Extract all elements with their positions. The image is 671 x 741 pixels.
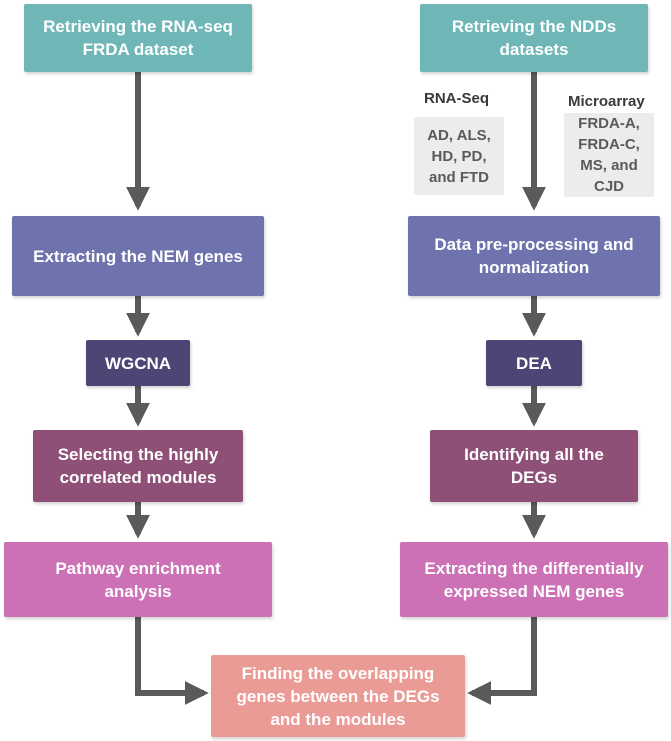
- extract-nem-text: Extracting the NEM genes: [33, 246, 243, 266]
- rnaseq-diseases-text: AD, ALS, HD, PD, and FTD: [427, 126, 491, 186]
- rnaseq-label: RNA-Seq: [424, 90, 490, 107]
- overlap-text: Finding the overlapping genes between th…: [236, 663, 440, 729]
- preprocess-text: Data pre-processing and normalization: [434, 235, 634, 277]
- identify-degs-text: Identifying all the DEGs: [464, 445, 604, 487]
- pathway-box: Pathway enrichment analysis: [4, 542, 272, 617]
- retrieve-frda-text: Retrieving the RNA-seq FRDA dataset: [43, 17, 233, 59]
- retrieve-frda-box: Retrieving the RNA-seq FRDA dataset: [24, 4, 252, 72]
- microarray-label: Microarray: [568, 93, 645, 110]
- retrieve-ndds-text: Retrieving the NDDs datasets: [451, 17, 617, 59]
- identify-degs-box: Identifying all the DEGs: [430, 430, 638, 502]
- extract-nem-box: Extracting the NEM genes: [12, 216, 264, 296]
- arrow-pathway-to-overlap: [135, 617, 209, 705]
- select-modules-box: Selecting the highly correlated modules: [33, 430, 243, 502]
- select-modules-text: Selecting the highly correlated modules: [57, 445, 219, 487]
- dea-box: DEA: [486, 340, 582, 386]
- wgcna-text: WGCNA: [104, 353, 172, 373]
- wgcna-box: WGCNA: [86, 340, 190, 386]
- microarray-diseases-text: FRDA-A, FRDA-C, MS, and CJD: [578, 115, 640, 195]
- extract-diff-text: Extracting the differentially expressed …: [424, 558, 644, 601]
- microarray-diseases-note: FRDA-A, FRDA-C, MS, and CJD: [564, 113, 654, 197]
- extract-diff-box: Extracting the differentially expressed …: [400, 542, 668, 617]
- preprocess-box: Data pre-processing and normalization: [408, 216, 660, 296]
- rnaseq-diseases-note: AD, ALS, HD, PD, and FTD: [414, 117, 504, 195]
- overlap-box: Finding the overlapping genes between th…: [211, 655, 465, 737]
- pathway-text: Pathway enrichment analysis: [55, 558, 221, 601]
- arrow-extract-to-overlap: [467, 617, 537, 705]
- dea-text: DEA: [516, 353, 552, 373]
- retrieve-ndds-box: Retrieving the NDDs datasets: [420, 4, 648, 72]
